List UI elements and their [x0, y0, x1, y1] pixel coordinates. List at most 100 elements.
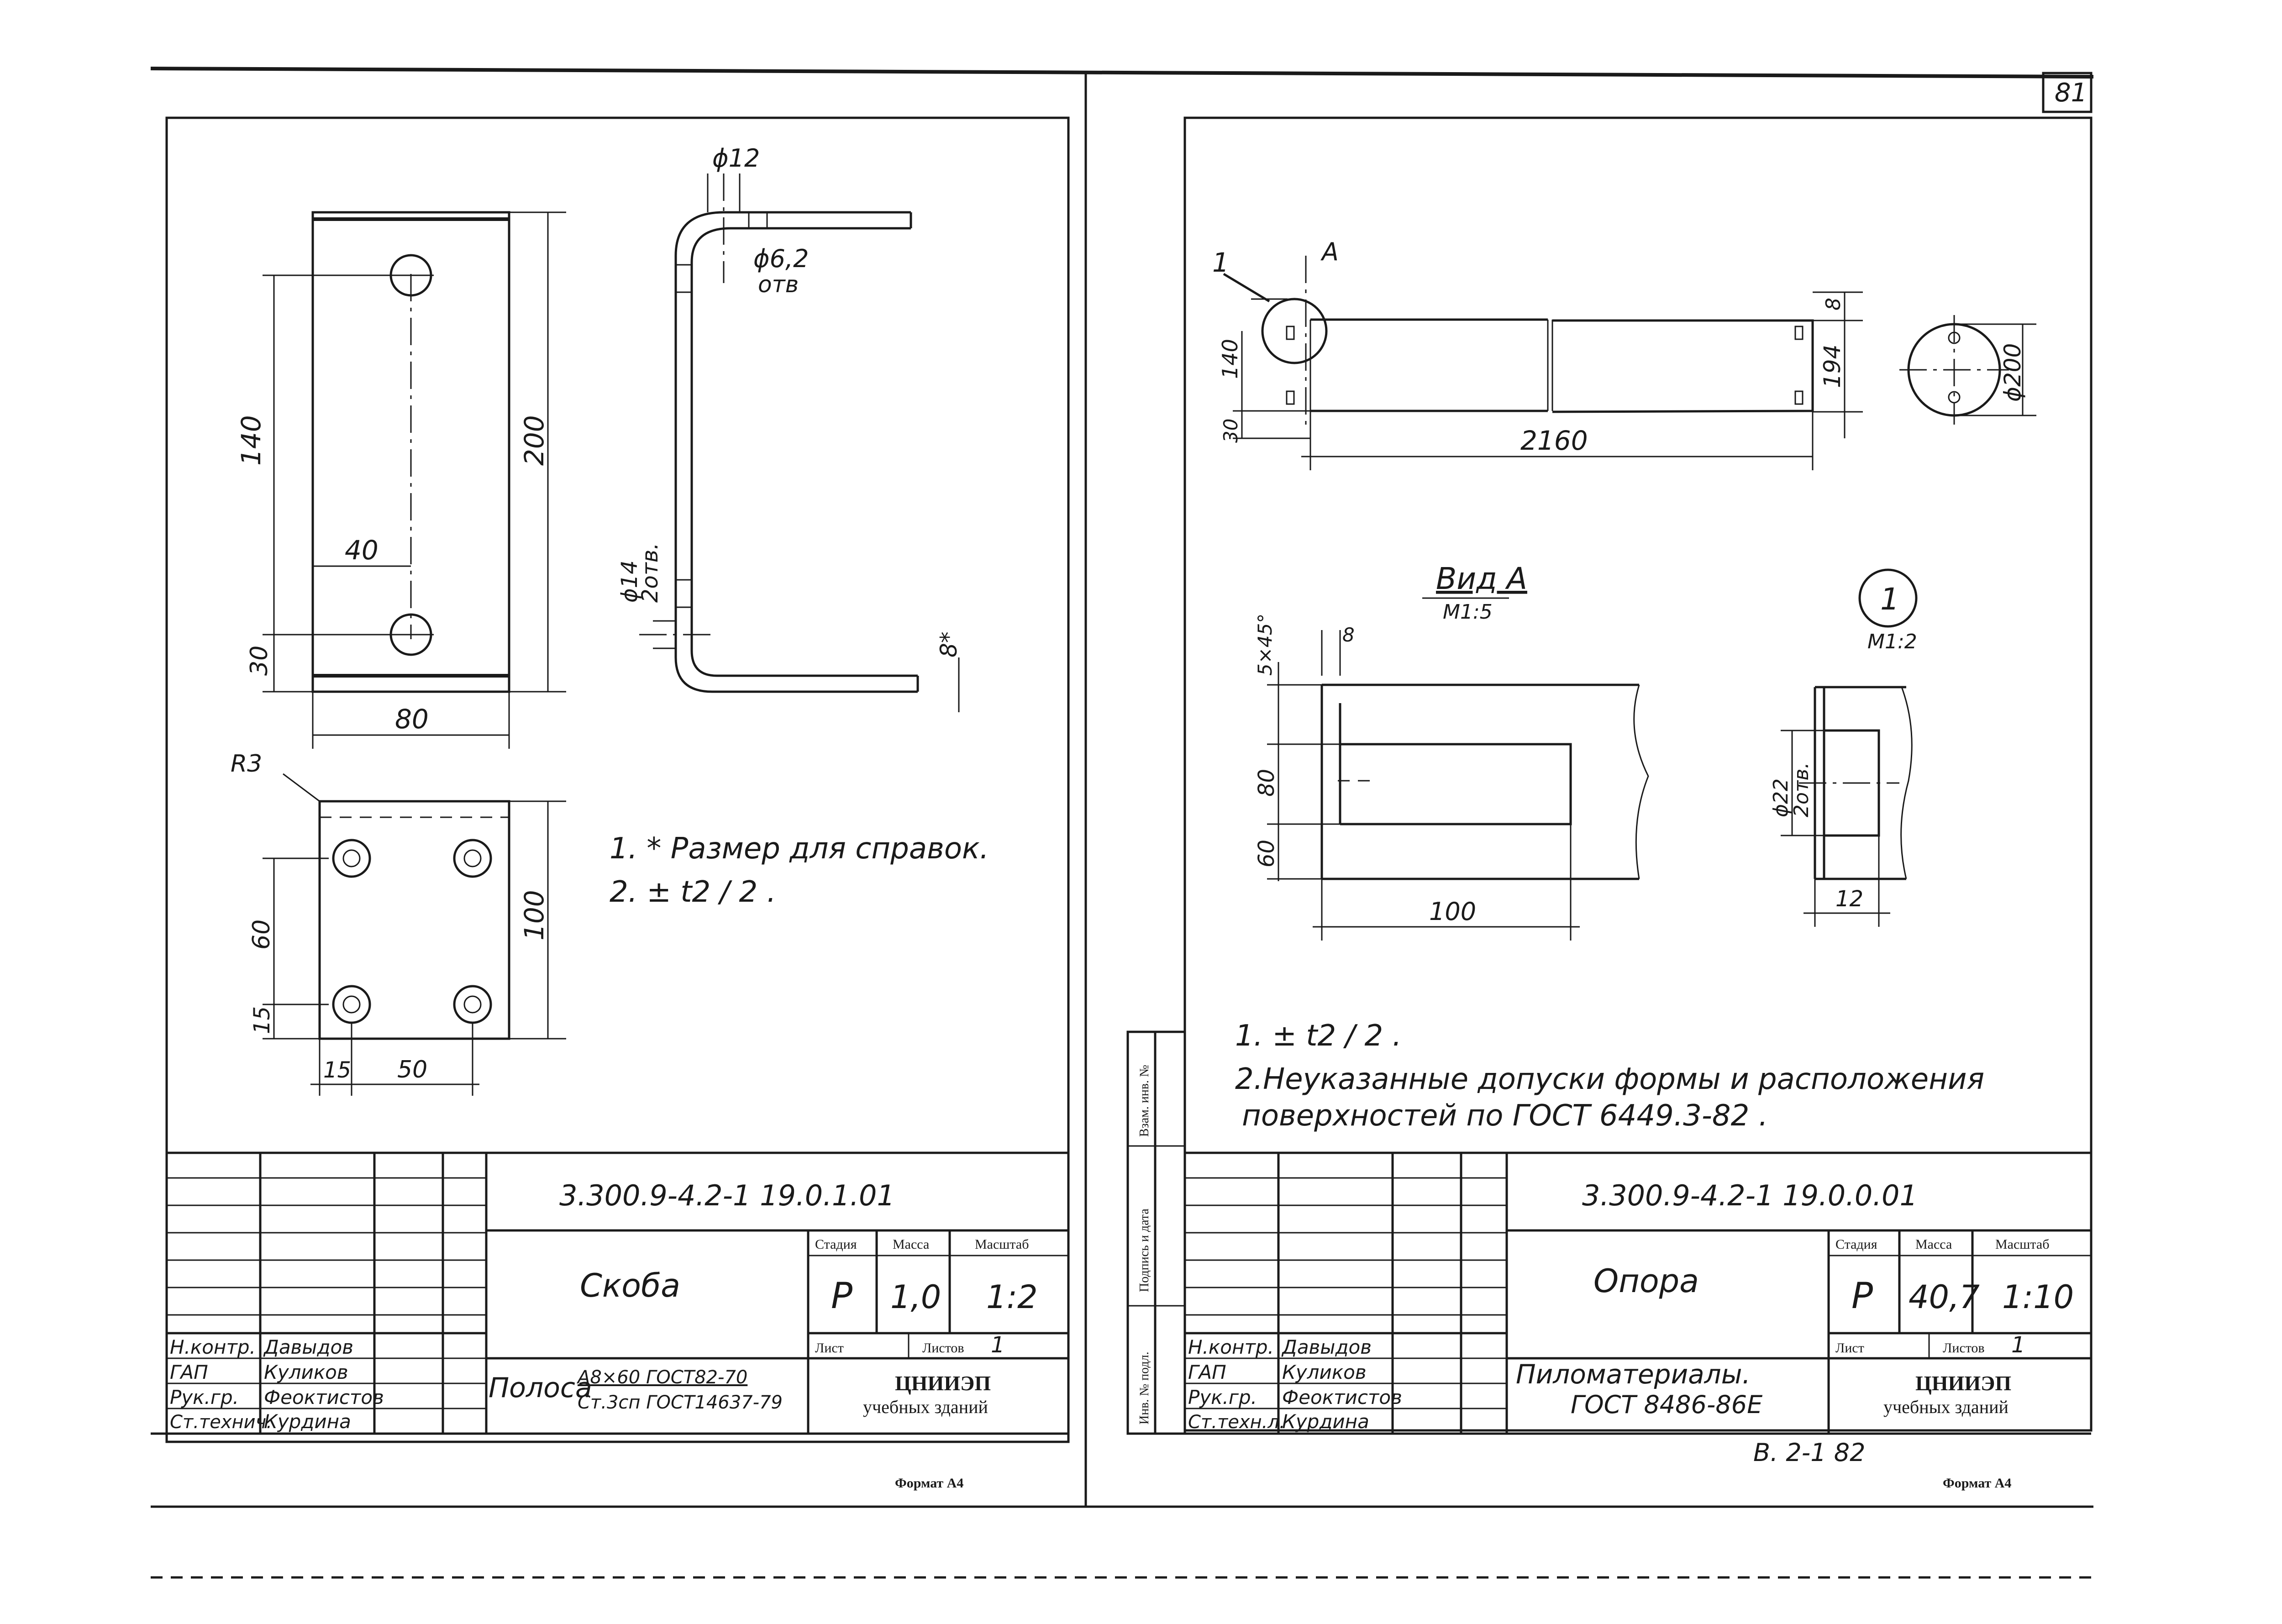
dim-60-slot: 60	[1254, 840, 1279, 867]
right-note-2: 2.Неуказанные допуски формы и расположен…	[1235, 1062, 1984, 1096]
dim-140: 140	[236, 415, 267, 466]
right-name-2: Куликов	[1282, 1361, 1367, 1383]
left-stage-value: Р	[831, 1276, 852, 1317]
left-org-subname: учебных зданий	[863, 1397, 988, 1417]
detail-1-view	[1781, 686, 1913, 927]
view-a-title: Вид А	[1436, 561, 1527, 596]
bracket-front-view	[263, 211, 566, 749]
left-material-spec: А8×60 ГОСТ82-70	[576, 1367, 747, 1388]
right-note-1: 1. ± t2 / 2 .	[1235, 1019, 1402, 1053]
dim-80: 80	[395, 704, 429, 735]
page-number-box	[2042, 72, 2093, 113]
right-name-3: Феоктистов	[1282, 1386, 1402, 1409]
right-part-name: Опора	[1593, 1262, 1699, 1300]
bracket-profile-view	[639, 173, 960, 712]
right-mass-value: 40,7	[1909, 1278, 1980, 1316]
dim-200: 200	[519, 415, 550, 466]
detail-1-number: 1	[1880, 582, 1899, 617]
left-material-grade: Ст.3сп ГОСТ14637-79	[578, 1392, 783, 1413]
left-role-2: ГАП	[170, 1361, 208, 1383]
left-name-4: Курдина	[264, 1410, 351, 1433]
left-hdr-scale: Масштаб	[975, 1237, 1029, 1252]
right-sheet-label: Лист	[1835, 1340, 1864, 1356]
dim-d12: ϕ12	[712, 144, 760, 173]
bracket-plan-view	[263, 773, 566, 1096]
callout-1: 1	[1212, 247, 1229, 278]
right-sheets-count: 1	[2011, 1332, 2025, 1358]
left-role-3: Рук.гр.	[170, 1386, 239, 1409]
right-role-2: ГАП	[1188, 1361, 1226, 1383]
right-stage-value: Р	[1851, 1276, 1873, 1317]
dim-8-pole: 8	[1822, 298, 1845, 310]
dim-40: 40	[345, 535, 379, 566]
right-role-4: Ст.техн.л.	[1188, 1412, 1285, 1433]
dim-d14-holes: 2отв.	[637, 543, 663, 603]
dim-d22-holes: 2отв.	[1790, 762, 1813, 817]
left-sheets-count: 1	[991, 1332, 1005, 1358]
right-format-label: Формат А4	[1943, 1476, 2011, 1491]
dim-r3: R3	[231, 750, 262, 778]
side-stamp-label-1: Взам. инв. №	[1137, 1065, 1152, 1137]
pole-elevation-view	[1223, 256, 2036, 470]
left-format-label: Формат А4	[895, 1476, 963, 1491]
right-role-1: Н.контр.	[1188, 1336, 1274, 1358]
right-sheets-label: Листов	[1943, 1340, 1985, 1356]
right-hdr-mass: Масса	[1915, 1237, 1952, 1252]
view-a-slot	[1267, 597, 1649, 941]
dim-30: 30	[246, 646, 273, 676]
top-border-line	[150, 67, 2094, 79]
dim-80-slot: 80	[1254, 769, 1279, 797]
left-note-2: 2. ± t2 / 2 .	[610, 875, 776, 909]
right-hdr-scale: Масштаб	[1995, 1237, 2049, 1252]
dim-15-horizontal: 15	[323, 1057, 351, 1083]
right-title-block-grid	[1128, 1151, 2091, 1435]
right-name-1: Давыдов	[1281, 1336, 1372, 1358]
detail-1-scale: М1:2	[1867, 630, 1917, 653]
side-stamp	[1126, 1030, 1186, 1435]
left-role-1: Н.контр.	[170, 1336, 256, 1358]
detail-1-marker	[1858, 568, 1918, 628]
dim-15-vertical: 15	[249, 1006, 275, 1034]
dim-30-pole: 30	[1220, 419, 1242, 443]
left-scale-value: 1:2	[986, 1278, 1038, 1316]
left-mass-value: 1,0	[890, 1278, 941, 1316]
view-mark-a: А	[1320, 237, 1339, 266]
bottom-page-ref: В. 2-1 82	[1753, 1438, 1865, 1467]
dim-d6-2: ϕ6,2	[753, 244, 809, 273]
right-material-label: Пиломатериалы.	[1516, 1359, 1751, 1390]
right-org-name: ЦНИИЭП	[1915, 1372, 2011, 1395]
dim-chamfer: 5×45°	[1254, 614, 1276, 676]
right-drawing-code: 3.300.9-4.2-1 19.0.0.01	[1582, 1179, 1918, 1212]
right-name-4: Курдина	[1282, 1410, 1369, 1433]
dim-194: 194	[1819, 345, 1846, 388]
dim-d200: ϕ200	[1999, 343, 2026, 402]
right-material-spec: ГОСТ 8486-86Е	[1571, 1390, 1763, 1419]
side-stamp-label-2: Подпись и дата	[1137, 1209, 1152, 1292]
side-stamp-label-3: Инв. № подл.	[1137, 1351, 1152, 1424]
left-role-4: Ст.технич.	[170, 1412, 272, 1433]
left-sheet-frame	[165, 116, 1070, 1443]
left-name-2: Куликов	[264, 1361, 348, 1383]
view-a-scale: М1:5	[1443, 600, 1493, 624]
dim-140-pole: 140	[1218, 339, 1242, 379]
right-sheet-frame	[1183, 116, 2093, 1432]
left-material-label: Полоса	[489, 1372, 592, 1404]
left-drawing-code: 3.300.9-4.2-1 19.0.1.01	[559, 1179, 895, 1212]
left-hdr-mass: Масса	[893, 1237, 929, 1252]
dim-100: 100	[519, 890, 550, 941]
left-name-1: Давыдов	[263, 1336, 353, 1358]
dim-50: 50	[397, 1056, 427, 1083]
right-note-3: поверхностей по ГОСТ 6449.3-82 .	[1242, 1099, 1768, 1133]
dim-d14: ϕ14	[617, 560, 642, 603]
right-org-subname: учебных зданий	[1883, 1397, 2009, 1417]
left-hdr-stage: Стадия	[815, 1237, 857, 1252]
dim-8-star: 8*	[936, 631, 962, 657]
dim-60: 60	[248, 920, 275, 950]
left-note-1: 1. * Размер для справок.	[610, 832, 989, 866]
left-title-block-grid	[151, 1151, 1068, 1435]
dim-12: 12	[1835, 886, 1863, 912]
dim-d6-2-holes: отв	[758, 271, 799, 298]
dim-b8: 8	[1342, 624, 1355, 646]
left-part-name: Скоба	[580, 1267, 680, 1304]
